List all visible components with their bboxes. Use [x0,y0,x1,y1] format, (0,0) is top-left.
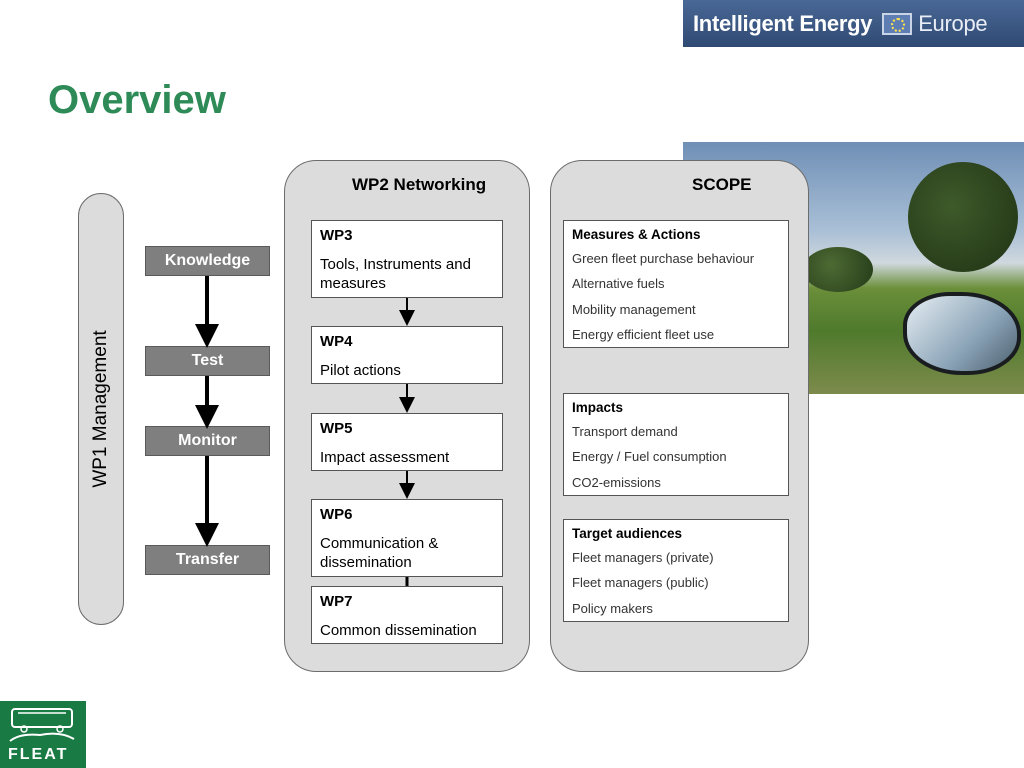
wp5-id: WP5 [320,420,353,437]
wp3-box: WP3 Tools, Instruments and measures [311,220,503,298]
wp3-id: WP3 [320,227,353,244]
vehicles-icon [9,708,75,742]
wp5-box: WP5 Impact assessment [311,413,503,471]
scope-item: CO2-emissions [572,474,661,490]
logo-main-text: Intelligent Energy [693,10,873,36]
wp6-id: WP6 [320,506,353,523]
scope-item: Energy / Fuel consumption [572,449,727,465]
fleat-logo: FLEAT [0,701,86,768]
phase-transfer: Transfer [145,545,270,575]
wp7-id: WP7 [320,593,353,610]
logo-sub-text: Europe [918,10,988,36]
scope-item: Mobility management [572,301,696,317]
wp4-id: WP4 [320,333,353,350]
phase-test: Test [145,346,270,376]
intelligent-energy-europe-logo: Intelligent Energy Europe [683,0,1024,47]
scope-group-title: Measures & Actions [572,227,701,242]
wp6-desc: Communication & dissemination [320,535,439,571]
tree-shape [908,162,1018,272]
scope-item: Transport demand [572,424,678,439]
wp6-box: WP6 Communication & dissemination [311,499,503,577]
wp4-box: WP4 Pilot actions [311,326,503,384]
phase-knowledge: Knowledge [145,246,270,276]
wp2-title: WP2 Networking [352,175,487,194]
scope-item: Fleet managers (public) [572,575,709,591]
wp4-desc: Pilot actions [320,362,401,379]
scope-item: Policy makers [572,600,653,616]
page-title: Overview [48,78,226,122]
phase-monitor: Monitor [145,426,270,456]
scope-item: Fleet managers (private) [572,550,714,565]
scope-group-title: Target audiences [572,526,683,541]
scope-item: Energy efficient fleet use [572,326,715,342]
wp7-box: WP7 Common dissemination [311,586,503,644]
wp5-desc: Impact assessment [320,449,450,466]
scope-title: SCOPE [692,175,752,194]
wp1-management-bar: WP1 Management [78,193,124,625]
scope-group-measures: Measures & Actions Green fleet purchase … [563,220,789,348]
wp3-desc: Tools, Instruments and measures [320,256,471,292]
wp1-label: WP1 Management [90,330,111,488]
scope-item: Green fleet purchase behaviour [572,251,755,266]
fleat-logo-text: FLEAT [8,746,69,763]
tree-shape [803,247,873,292]
scope-item: Alternative fuels [572,276,665,292]
car-mirror-shape [903,292,1021,375]
scope-group-audiences: Target audiences Fleet managers (private… [563,519,789,622]
wp7-desc: Common dissemination [320,622,477,639]
scope-group-impacts: Impacts Transport demand Energy / Fuel c… [563,393,789,496]
eu-flag-icon [882,12,913,35]
scope-group-title: Impacts [572,400,624,415]
